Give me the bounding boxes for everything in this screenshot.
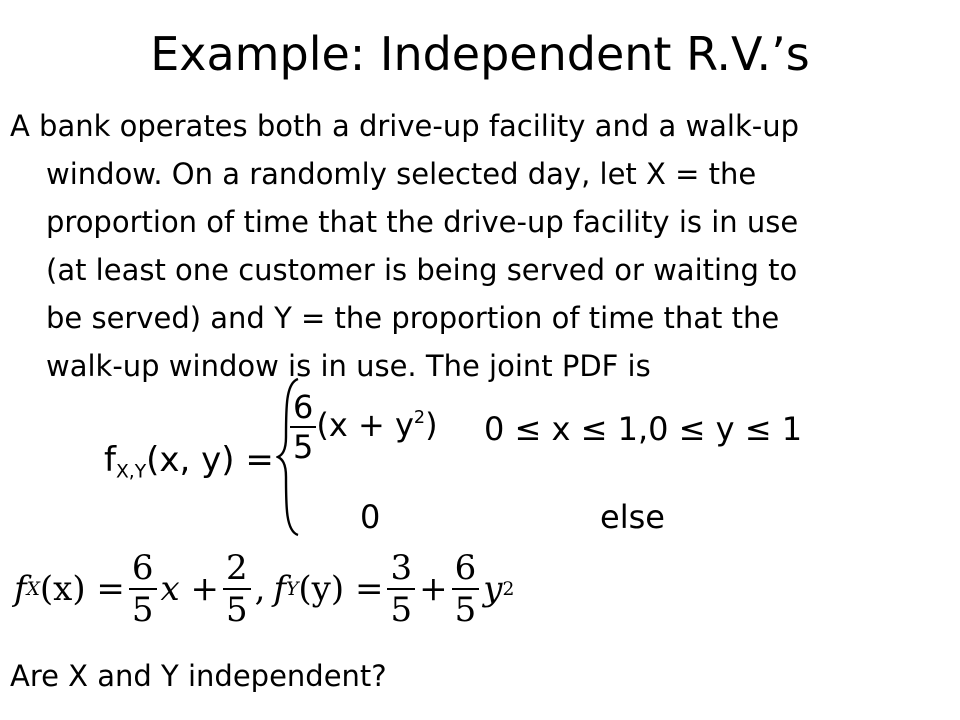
separator: , [254, 569, 266, 609]
case1-close: ) [425, 406, 438, 444]
paragraph-line: walk-up window is in use. The joint PDF … [46, 349, 651, 383]
fx-var: x + [160, 569, 220, 609]
fy-exponent: 2 [502, 578, 515, 600]
paragraph-line: A bank operates both a drive-up facility… [10, 109, 800, 143]
fx-subscript: X [26, 578, 40, 600]
fraction-denominator: 5 [290, 426, 317, 466]
pdf-subscript: X,Y [115, 461, 147, 483]
pdf-case-2-value: 0 [360, 498, 381, 536]
pdf-case-1: 6 5 (x + y2) [290, 388, 438, 466]
fraction-denominator: 5 [223, 588, 251, 630]
left-brace-icon [276, 377, 299, 537]
pdf-f: f [104, 440, 116, 480]
fraction-denominator: 5 [387, 588, 416, 630]
paragraph-line: window. On a randomly selected day, let … [46, 157, 757, 191]
pdf-args: (x, y) = [146, 440, 274, 480]
paragraph-line: proportion of time that the drive-up fac… [46, 205, 799, 239]
pdf-case-2-condition: else [600, 498, 665, 536]
problem-paragraph: A bank operates both a drive-up facility… [10, 102, 955, 390]
fx-fraction-1: 6 5 [128, 548, 157, 630]
fx-fraction-2: 2 5 [223, 548, 251, 630]
case1-exponent: 2 [413, 407, 426, 428]
fy-args: (y) = [298, 569, 384, 609]
fraction-denominator: 5 [451, 588, 480, 630]
paragraph-line: (at least one customer is being served o… [46, 253, 798, 287]
pdf-case-1-condition: 0 ≤ x ≤ 1,0 ≤ y ≤ 1 [484, 410, 803, 448]
fx-args: (x) = [39, 569, 125, 609]
fraction-6-5: 6 5 [290, 388, 317, 466]
fx-f: f [14, 569, 27, 609]
fraction-numerator: 6 [293, 388, 314, 426]
fraction-numerator: 6 [454, 548, 477, 588]
question-text: Are X and Y independent? [10, 659, 387, 693]
fy-fraction-2: 6 5 [451, 548, 480, 630]
fraction-numerator: 2 [226, 548, 248, 588]
slide-title: Example: Independent R.V.’s [150, 27, 810, 81]
case1-expr: (x + y [316, 406, 414, 444]
fy-f: f [273, 569, 287, 609]
paragraph-line: be served) and Y = the proportion of tim… [46, 301, 780, 335]
fy-var: y [483, 569, 503, 609]
fy-subscript: Y [286, 578, 299, 600]
fraction-denominator: 5 [128, 588, 157, 630]
fraction-numerator: 6 [131, 548, 154, 588]
fy-fraction-1: 3 5 [387, 548, 416, 630]
fraction-numerator: 3 [390, 548, 413, 588]
joint-pdf-lhs: fX,Y(x, y) = [104, 440, 274, 483]
fy-plus: + [419, 569, 448, 609]
